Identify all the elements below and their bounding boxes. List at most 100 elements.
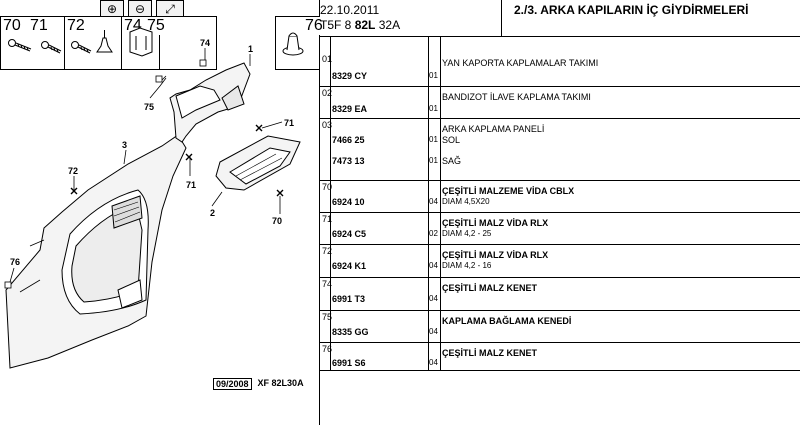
quantity: 04: [429, 358, 438, 367]
callout-72: 72: [68, 166, 78, 176]
part-reference: 7466 25: [332, 135, 365, 145]
row-sequence: 74: [322, 279, 333, 289]
row-sequence: 03: [322, 120, 333, 130]
header-divider: [501, 0, 502, 36]
part-reference: 8329 EA: [332, 104, 368, 114]
column-divider: [330, 36, 331, 370]
fastener-markers: [70, 124, 284, 197]
parts-header: 22.10.2011 T5F 8 82L 32A 2./3. ARKA KAPI…: [320, 0, 800, 37]
diagram-code: XF 82L30A: [257, 378, 304, 388]
screw-icon: [71, 41, 92, 54]
part-reference: 6924 K1: [332, 261, 367, 271]
callout-74: 74: [200, 38, 210, 48]
part-reference: 8329 CY: [332, 71, 368, 81]
exploded-diagram: 1 2 3 70 71 71 72 74 75 76: [4, 27, 304, 369]
part-description: DIAM 4,2 - 16: [442, 261, 492, 270]
row-sequence: 72: [322, 246, 333, 256]
rivet-icon: [96, 30, 113, 53]
row-sequence: 71: [322, 214, 333, 224]
row-sequence: 01: [322, 54, 333, 64]
part-box-75: [159, 16, 217, 70]
part-reference: 6991 S6: [332, 358, 366, 368]
quantity: 04: [429, 261, 438, 270]
row-sequence: 70: [322, 182, 333, 192]
screw-icon: [8, 39, 32, 52]
callout-3: 3: [122, 140, 127, 150]
pillar-trim-1: [169, 62, 251, 143]
vehicle-code-prefix: T5F 8: [320, 18, 352, 32]
part-description: ÇEŞİTLİ MALZ VİDA RLX: [442, 218, 549, 228]
table-row[interactable]: 02 BANDIZOT İLAVE KAPLAMA TAKIMI 8329 EA 01: [320, 86, 800, 119]
print-date: 22.10.2011: [320, 3, 380, 17]
part-description: ARKA KAPLAMA PANELİ: [442, 124, 545, 134]
clip-markers: [4, 59, 207, 289]
row-sequence: 02: [322, 88, 333, 98]
parts-list-panel: 22.10.2011 T5F 8 82L 32A 2./3. ARKA KAPI…: [320, 0, 800, 425]
clip-icon: [129, 27, 153, 57]
quantity: 04: [429, 294, 438, 303]
quantity: 01: [429, 156, 438, 165]
row-line: 8329 CY 01: [320, 71, 800, 83]
vehicle-code: T5F 8 82L 32A: [320, 18, 400, 32]
callout-71: 71: [284, 118, 294, 128]
quantity: 04: [429, 327, 438, 336]
parts-diagram-panel: ⊕⊖⤢ 70 71 72 74 75 76: [0, 0, 323, 425]
row-line: YAN KAPORTA KAPLAMALAR TAKIMI: [320, 58, 800, 70]
table-row[interactable]: 74 ÇEŞİTLİ MALZ KENET 6991 T3 04: [320, 277, 800, 311]
callout-75: 75: [144, 102, 154, 112]
part-reference: 6924 10: [332, 197, 365, 207]
row-line: BANDIZOT İLAVE KAPLAMA TAKIMI: [320, 92, 800, 104]
vehicle-code-suffix: 32A: [378, 18, 401, 32]
zoom-toolbar: ⊕⊖⤢: [100, 0, 184, 18]
part-reference: 6924 C5: [332, 229, 367, 239]
part-box-label: 71: [30, 17, 48, 35]
part-box-label: 72: [67, 17, 85, 35]
quantity: 01: [429, 104, 438, 113]
callout-70: 70: [272, 216, 282, 226]
row-sequence: 75: [322, 312, 333, 322]
row-line: 6991 T3 04: [320, 294, 800, 306]
part-description: YAN KAPORTA KAPLAMALAR TAKIMI: [442, 58, 599, 68]
diagram-date: 09/2008: [213, 378, 252, 390]
part-box-label: 75: [147, 17, 165, 35]
part-description: ÇEŞİTLİ MALZEME VİDA CBLX: [442, 186, 575, 196]
part-description: BANDIZOT İLAVE KAPLAMA TAKIMI: [442, 92, 591, 102]
part-description: ÇEŞİTLİ MALZ KENET: [442, 348, 537, 358]
zoom-out-button[interactable]: ⊖: [128, 0, 152, 18]
part-reference: 6991 T3: [332, 294, 366, 304]
quantity: 01: [429, 71, 438, 80]
column-divider: [428, 36, 429, 370]
rear-panel-3: [5, 134, 187, 369]
callout-2: 2: [210, 208, 215, 218]
row-line: ÇEŞİTLİ MALZ KENET: [320, 348, 800, 360]
table-row[interactable]: 72 ÇEŞİTLİ MALZ VİDA RLX 6924 K1 04 DIAM 4,2…: [320, 244, 800, 278]
part-description: ÇEŞİTLİ MALZ VİDA RLX: [442, 250, 549, 260]
part-description: ÇEŞİTLİ MALZ KENET: [442, 283, 537, 293]
quantity: 04: [429, 197, 438, 206]
row-line: ÇEŞİTLİ MALZ VİDA RLX: [320, 218, 800, 230]
row-line: 6924 K1 04 DIAM 4,2 - 16: [320, 261, 800, 273]
part-description: KAPLAMA BAĞLAMA KENEDİ: [442, 316, 572, 326]
row-line: KAPLAMA BAĞLAMA KENEDİ: [320, 316, 800, 328]
part-description: SOL: [442, 135, 461, 145]
callout-71: 71: [186, 180, 196, 190]
callout-1: 1: [248, 44, 253, 54]
callout-76: 76: [10, 257, 20, 267]
part-box-label: 76: [305, 17, 323, 35]
table-row[interactable]: 01 YAN KAPORTA KAPLAMALAR TAKIMI 8329 CY 01: [320, 52, 800, 87]
row-line: ÇEŞİTLİ MALZ KENET: [320, 283, 800, 295]
diagram-reference: 09/2008 XF 82L30A: [213, 378, 304, 390]
push-pin-icon: [282, 32, 304, 56]
part-description: DIAM 4,2 - 25: [442, 229, 492, 238]
row-line: ÇEŞİTLİ MALZ VİDA RLX: [320, 250, 800, 262]
part-description: SAĞ: [442, 156, 462, 166]
